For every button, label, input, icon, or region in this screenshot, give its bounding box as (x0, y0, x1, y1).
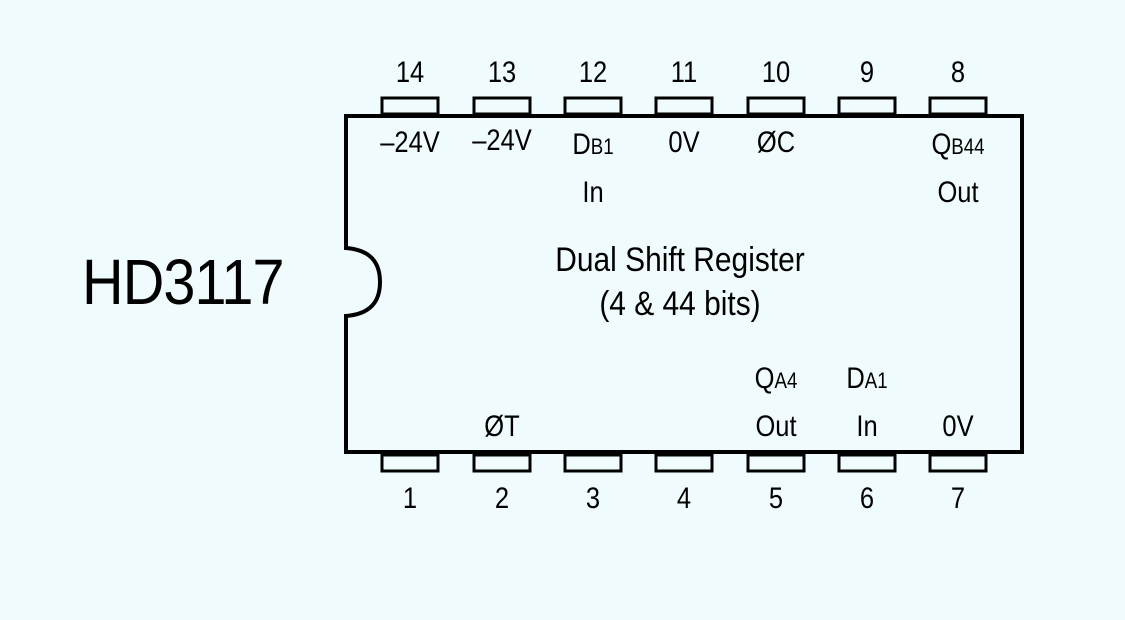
pin-5-signal: QA4 (734, 362, 819, 398)
pin-6-lead (837, 453, 897, 473)
pin-12-signal-subscript: B1 (590, 134, 614, 159)
pin-5-signal-main: Q (754, 362, 775, 395)
pin-2-lead (472, 453, 532, 473)
pin-8-signal-line2: Out (937, 176, 979, 209)
pin-4-number: 4 (676, 482, 692, 515)
pin-3-lead (563, 453, 623, 473)
pin-12-number: 12 (578, 56, 608, 89)
pin-14-signal: –24V (380, 126, 440, 159)
pin-11-signal: 0V (668, 126, 700, 159)
pin-10-number: 10 (761, 56, 791, 89)
pin-6-signal-line2: In (856, 410, 878, 443)
pin-9-number: 9 (859, 56, 875, 89)
pin-13-signal: –24V (472, 124, 532, 157)
pin-5-signal-line2: Out (755, 410, 797, 443)
pin-8-lead (928, 96, 988, 116)
ic-body-outline (344, 114, 1024, 454)
pin-6-signal: DA1 (825, 362, 910, 398)
pin-8-signal-subscript: B44 (951, 134, 985, 159)
pin-14-number: 14 (395, 56, 425, 89)
pin-12-signal-line2: In (582, 176, 604, 209)
pin-2-number: 2 (494, 482, 510, 515)
pin-8-signal-main: Q (931, 128, 952, 161)
pin-9-lead (837, 96, 897, 116)
pin-12-lead (563, 96, 623, 116)
pin-3-number: 3 (585, 482, 601, 515)
part-number: HD3117 (82, 246, 285, 318)
function-subtitle: (4 & 44 bits) (599, 285, 761, 323)
pin-4-lead (654, 453, 714, 473)
pin-1-number: 1 (402, 482, 418, 515)
pin-11-lead (654, 96, 714, 116)
pin-7-lead (928, 453, 988, 473)
pin-13-number: 13 (487, 56, 517, 89)
pin-8-signal: QB44 (916, 128, 1001, 164)
pin-1-lead (380, 453, 440, 473)
pin-7-number: 7 (950, 482, 966, 515)
bottom-pins (380, 453, 988, 473)
pin-6-signal-subscript: A1 (864, 368, 888, 393)
pin-12-signal: DB1 (551, 128, 636, 164)
pin-5-signal-subscript: A4 (774, 368, 798, 393)
pin-8-number: 8 (950, 56, 966, 89)
top-pins (380, 96, 988, 116)
pin-6-signal-main: D (846, 362, 865, 395)
pin-5-lead (746, 453, 806, 473)
pin-11-number: 11 (670, 56, 698, 89)
pin-13-lead (472, 96, 532, 116)
pin-10-lead (746, 96, 806, 116)
pin-10-signal: ØC (756, 126, 796, 159)
pin-14-lead (380, 96, 440, 116)
pin-5-number: 5 (768, 482, 784, 515)
pin-12-signal-main: D (572, 128, 591, 161)
pin-2-signal: ØT (484, 410, 520, 443)
function-title: Dual Shift Register (555, 241, 805, 279)
pin-6-number: 6 (859, 482, 875, 515)
pin-7-signal: 0V (942, 410, 974, 443)
